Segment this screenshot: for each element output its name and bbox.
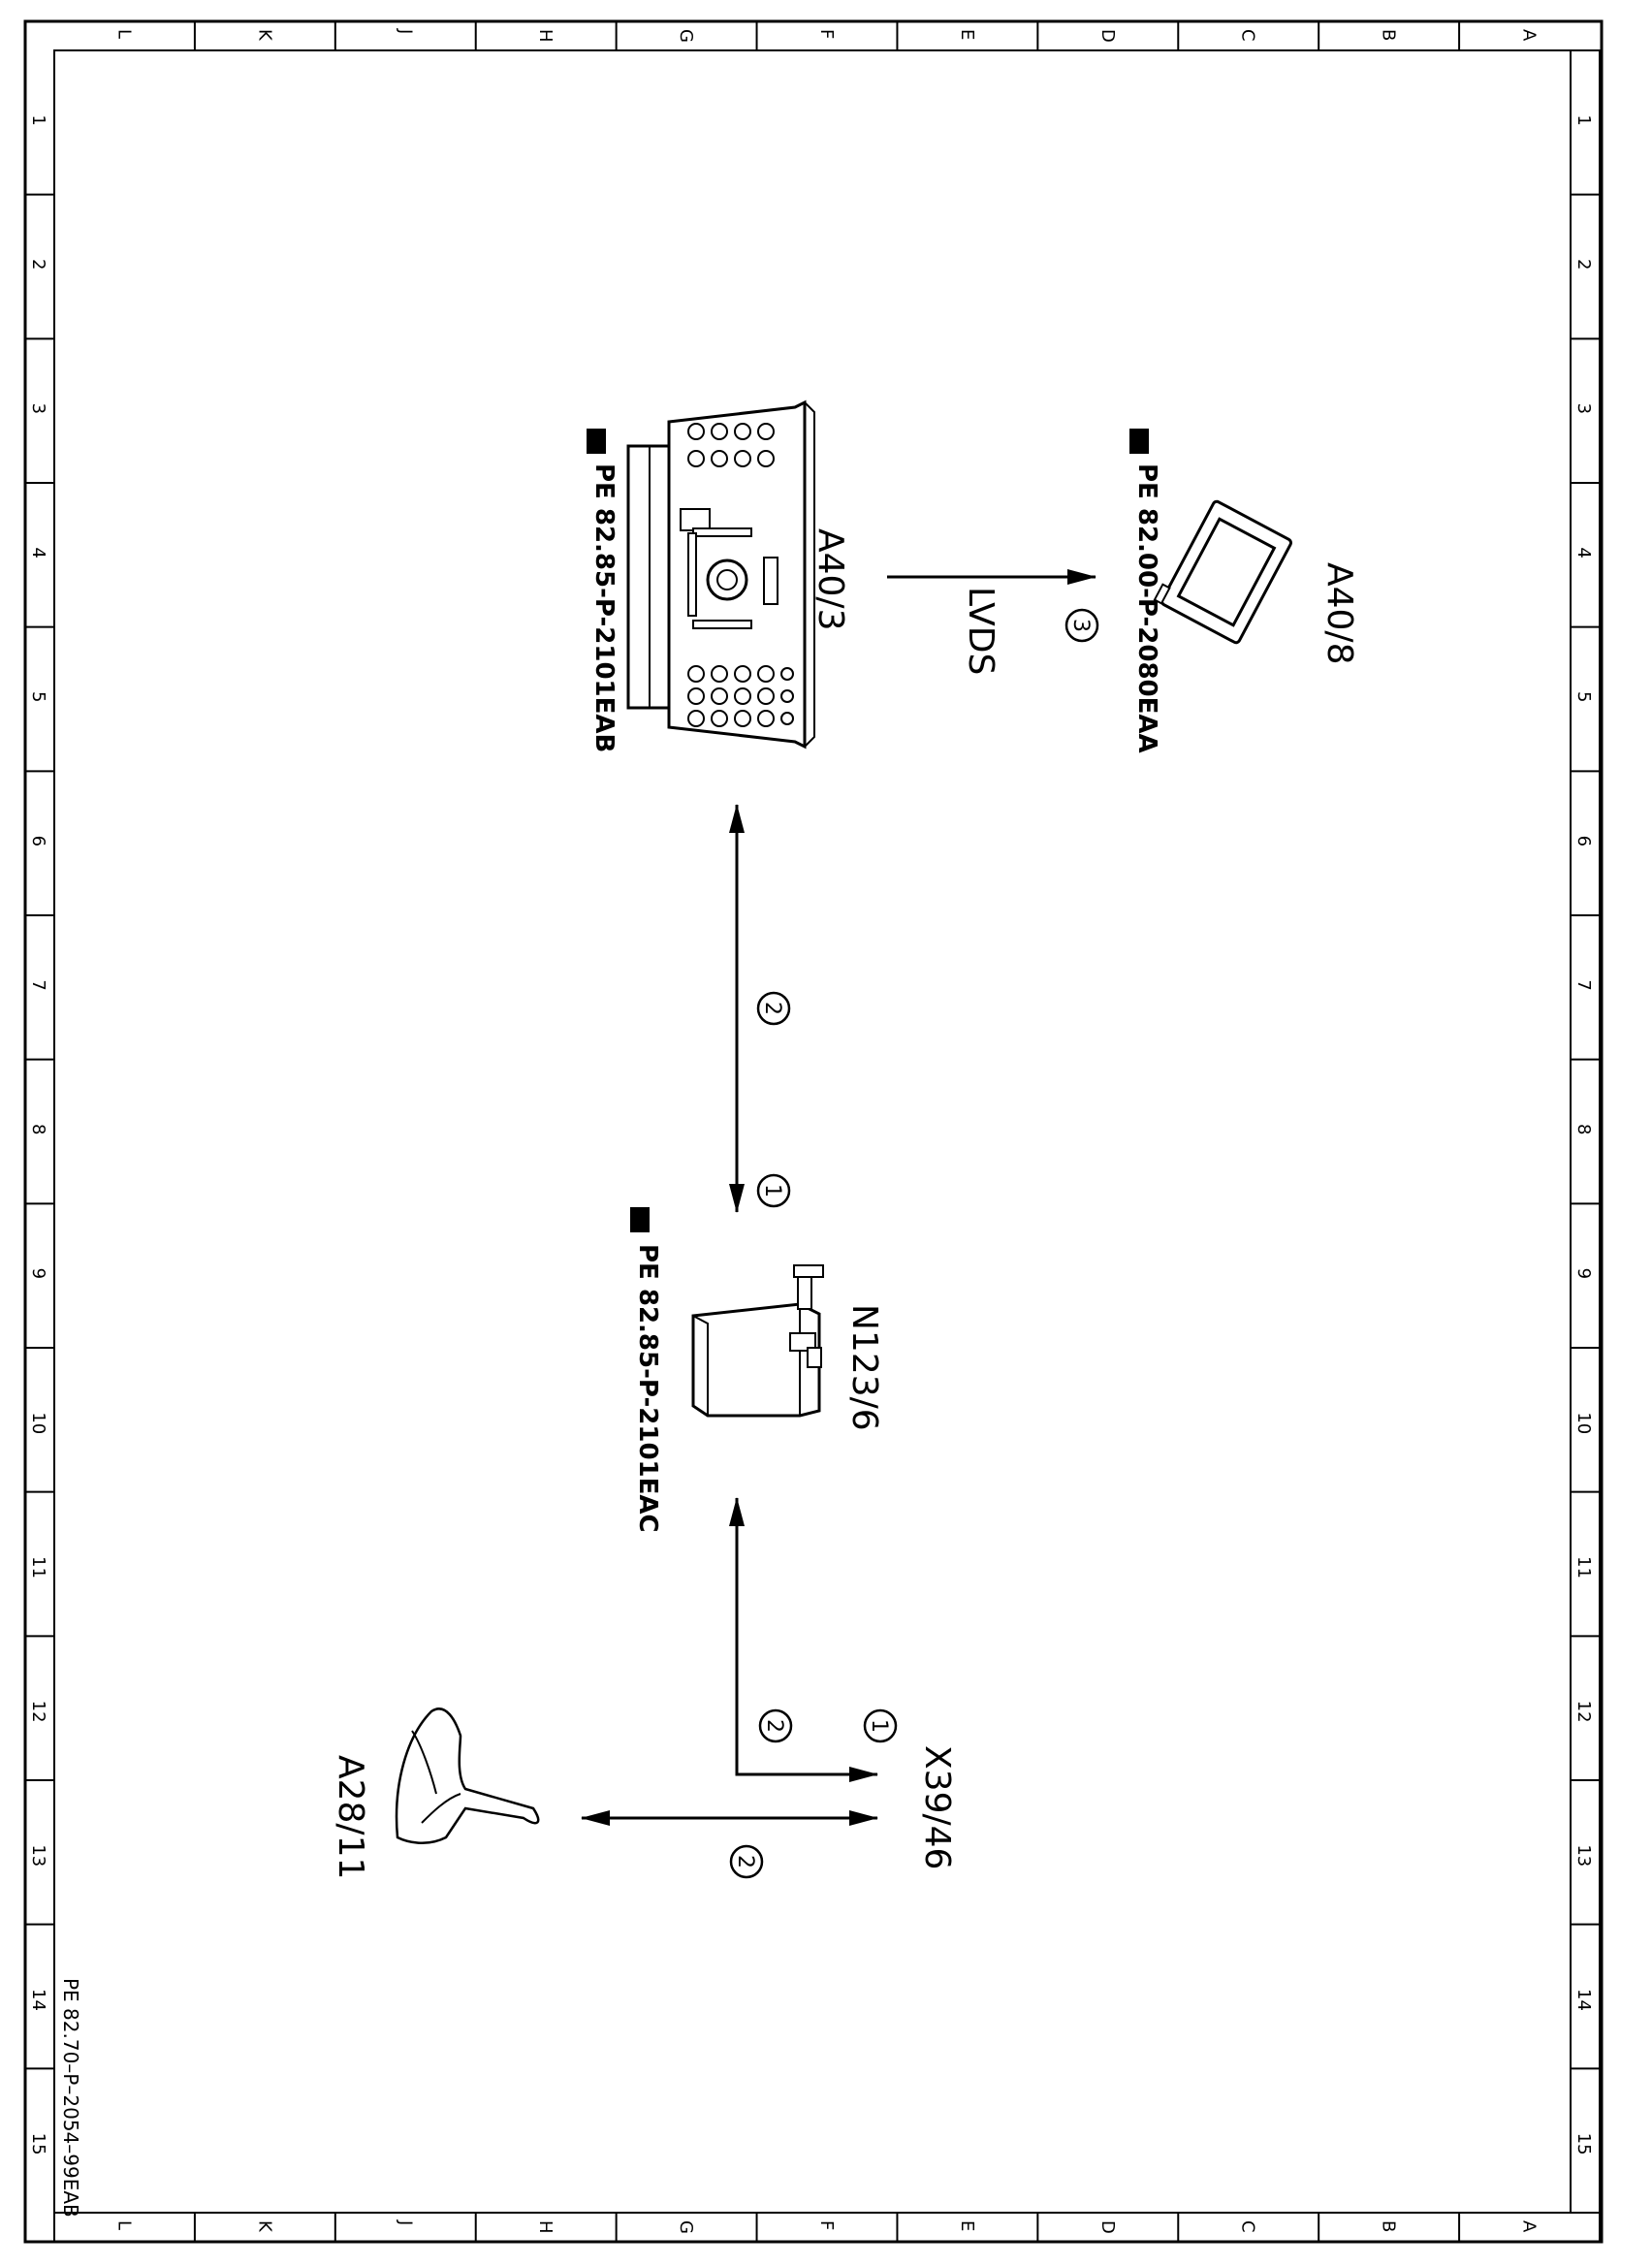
row-label-right: 12 <box>1573 1701 1594 1723</box>
row-label-left: 10 <box>28 1412 48 1434</box>
marker-2-lower-text: 2 <box>762 1719 786 1733</box>
row-label-left: 4 <box>28 547 48 558</box>
inner-frame <box>53 49 1601 2243</box>
marker-1-upper: 1 <box>756 1173 791 1208</box>
column-label-bottom: E <box>957 2220 977 2231</box>
column-label-bottom: H <box>535 2220 556 2234</box>
column-label-bottom: A <box>1519 2220 1540 2233</box>
marker-1-lower-text: 1 <box>867 1719 891 1733</box>
row-label-left: 7 <box>28 979 48 990</box>
column-label-top: J <box>395 28 415 34</box>
outer-frame <box>23 19 1604 2244</box>
column-label-bottom: F <box>816 2220 837 2230</box>
row-label-right: 6 <box>1573 836 1594 846</box>
a40-8-label: A40/8 <box>1319 562 1359 664</box>
a28-11-label: A28/11 <box>331 1755 370 1879</box>
pointing-hand-icon <box>1129 429 1149 454</box>
marker-2-upper: 2 <box>756 991 791 1026</box>
row-label-left: 15 <box>28 2133 48 2155</box>
row-label-right: 1 <box>1573 114 1594 125</box>
column-label-top: H <box>535 29 556 43</box>
row-label-right: 4 <box>1573 547 1594 558</box>
n123-6-reference: PE 82.85-P-2101EAC <box>630 1207 662 1533</box>
marker-1-upper-text: 1 <box>760 1184 784 1197</box>
row-label-right: 9 <box>1573 1268 1594 1279</box>
row-label-right: 2 <box>1573 259 1594 270</box>
row-label-left: 1 <box>28 114 48 125</box>
column-label-top: L <box>113 29 134 39</box>
a40-8-ref-text: PE 82.00-P-2080EAA <box>1132 463 1161 753</box>
bus-connection-arrow-lower <box>729 1497 878 1782</box>
a40-3-head-unit-icon <box>626 399 815 750</box>
pointing-hand-icon <box>587 429 606 454</box>
column-label-top: G <box>676 29 696 43</box>
column-label-bottom: L <box>113 2220 134 2230</box>
row-label-left: 12 <box>28 1701 48 1723</box>
column-label-top: A <box>1519 29 1540 42</box>
marker-3-text: 3 <box>1068 619 1093 632</box>
row-label-right: 14 <box>1573 1989 1594 2011</box>
row-label-right: 3 <box>1573 403 1594 414</box>
column-label-bottom: K <box>254 2220 274 2233</box>
a40-3-label: A40/3 <box>810 528 850 630</box>
column-label-bottom: D <box>1097 2220 1118 2234</box>
n123-6-module-icon <box>691 1264 824 1418</box>
marker-1-lower: 1 <box>863 1708 898 1743</box>
marker-2-upper-text: 2 <box>760 1002 784 1015</box>
column-label-top: C <box>1238 29 1258 42</box>
n123-6-ref-text: PE 82.85-P-2101EAC <box>633 1244 662 1533</box>
column-label-bottom: G <box>676 2220 696 2234</box>
column-label-bottom: C <box>1238 2220 1258 2233</box>
row-label-left: 5 <box>28 691 48 702</box>
lvds-label: LVDS <box>961 587 1001 675</box>
row-label-left: 2 <box>28 259 48 270</box>
row-label-right: 11 <box>1573 1556 1594 1579</box>
column-label-top: F <box>816 29 837 39</box>
row-label-right: 7 <box>1573 979 1594 990</box>
row-label-left: 8 <box>28 1124 48 1134</box>
column-label-bottom: J <box>395 2219 415 2225</box>
row-label-right: 10 <box>1573 1412 1594 1434</box>
column-label-top: K <box>254 29 274 42</box>
row-label-left: 13 <box>28 1844 48 1867</box>
n123-6-label: N123/6 <box>844 1304 884 1431</box>
row-label-left: 3 <box>28 403 48 414</box>
a40-8-display-icon <box>1153 499 1292 645</box>
row-label-right: 8 <box>1573 1124 1594 1134</box>
row-label-right: 13 <box>1573 1844 1594 1867</box>
pointing-hand-icon <box>630 1207 650 1232</box>
x39-46-label: X39/46 <box>917 1745 957 1869</box>
row-label-left: 14 <box>28 1989 48 2011</box>
a40-8-reference: PE 82.00-P-2080EAA <box>1129 429 1161 753</box>
a40-3-reference: PE 82.85-P-2101EAB <box>587 429 619 752</box>
row-label-left: 11 <box>28 1556 48 1579</box>
column-label-top: D <box>1097 29 1118 43</box>
marker-2-bottom: 2 <box>729 1844 764 1879</box>
column-label-bottom: B <box>1379 2220 1399 2232</box>
marker-2-bottom-text: 2 <box>733 1855 757 1868</box>
a40-3-ref-text: PE 82.85-P-2101EAB <box>589 463 619 752</box>
row-label-right: 15 <box>1573 2133 1594 2155</box>
a28-11-selector-lever-icon <box>395 1707 540 1844</box>
document-id: PE 82.70–P–2054–99EAB <box>59 1978 82 2218</box>
marker-2-lower: 2 <box>758 1708 793 1743</box>
marker-3: 3 <box>1064 608 1099 643</box>
column-label-top: E <box>957 29 977 40</box>
column-label-top: B <box>1379 29 1399 41</box>
row-label-left: 9 <box>28 1268 48 1279</box>
row-label-right: 5 <box>1573 691 1594 702</box>
row-label-left: 6 <box>28 836 48 846</box>
